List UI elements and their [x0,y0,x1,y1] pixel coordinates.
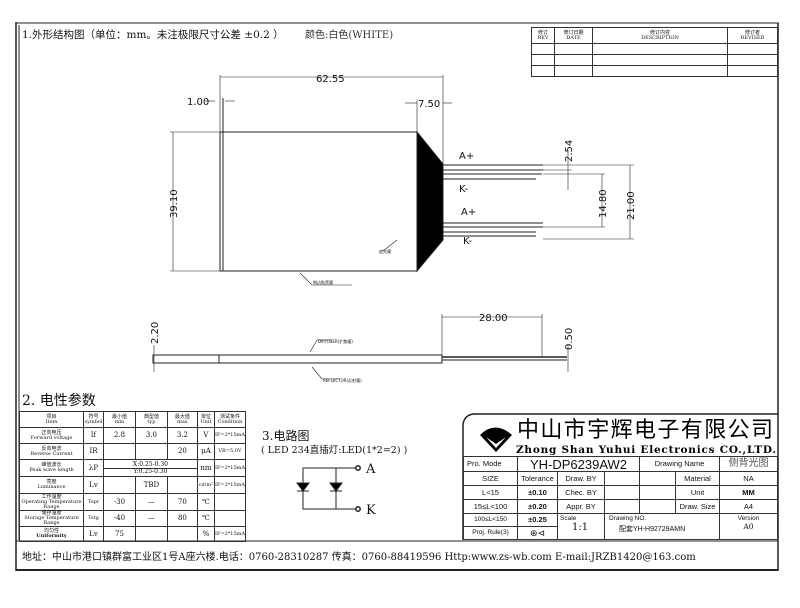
dim-width: 62.55 [316,74,345,85]
dim-lead-length: 28.00 [479,313,508,324]
circuit-subtitle: ( LED 234直插灯:LED(1*2=2) ) [261,444,407,456]
pin-label: A+ [461,207,476,218]
footer-address: 地址：中山市港口镇群富工业区1号A座六楼.电话：0760-28310287 传真… [22,550,696,563]
reflector-label: REFLECTOR(反射膜) [323,377,362,383]
front-view [170,75,634,286]
diffuser-label: DIFFUSER(扩散膜) [318,338,353,344]
header-title: 1.外形结构图（单位：mm。未注极限尺寸公差 ±0.2 ） [22,28,284,41]
dim-pitch: 2.54 [564,140,575,162]
cathode-label: K [366,503,376,518]
circuit-diagram [296,465,361,512]
shade-film [416,130,444,273]
dim-lead-thickness: 0.50 [564,328,575,350]
dim-outer: 21.00 [626,191,637,220]
drawing-number: 配套YH-H92729AMN [619,525,686,533]
color-label: 颜色:白色(WHITE) [305,28,393,41]
dim-thickness: 2.20 [150,322,161,344]
side-view [152,314,569,380]
pin-label: A+ [459,151,474,162]
pro-mode-value: YH-DP6239AW2 [517,456,640,472]
circuit-title: 3.电路图 [262,428,309,443]
company-logo [480,427,512,452]
projection-symbol-icon: ⊕⊲ [517,526,558,540]
side-film-label: 侧边贴黑膜 [313,279,333,285]
company-name-en: Zhong Shan Yuhui Electronics CO.,LTD. [516,444,776,456]
dim-height: 39.10 [169,189,180,218]
dim-left: 1.00 [187,97,209,108]
anode-label: A [365,462,376,477]
title-block: Pro. Mode YH-DP6239AW2 Drawing Name 侧背光图… [463,456,778,540]
pin-label: K- [459,184,469,195]
drawing-name-value: 侧背光图 [719,456,778,472]
pin-label: K- [463,236,473,247]
company-name-cn: 中山市宇辉电子有限公司 [517,418,773,443]
dim-inner: 14.80 [598,189,609,218]
shade-label: 遮光膜 [379,248,391,254]
dim-right: 7.50 [418,99,440,110]
params-title: 2. 电性参数 [22,392,96,409]
